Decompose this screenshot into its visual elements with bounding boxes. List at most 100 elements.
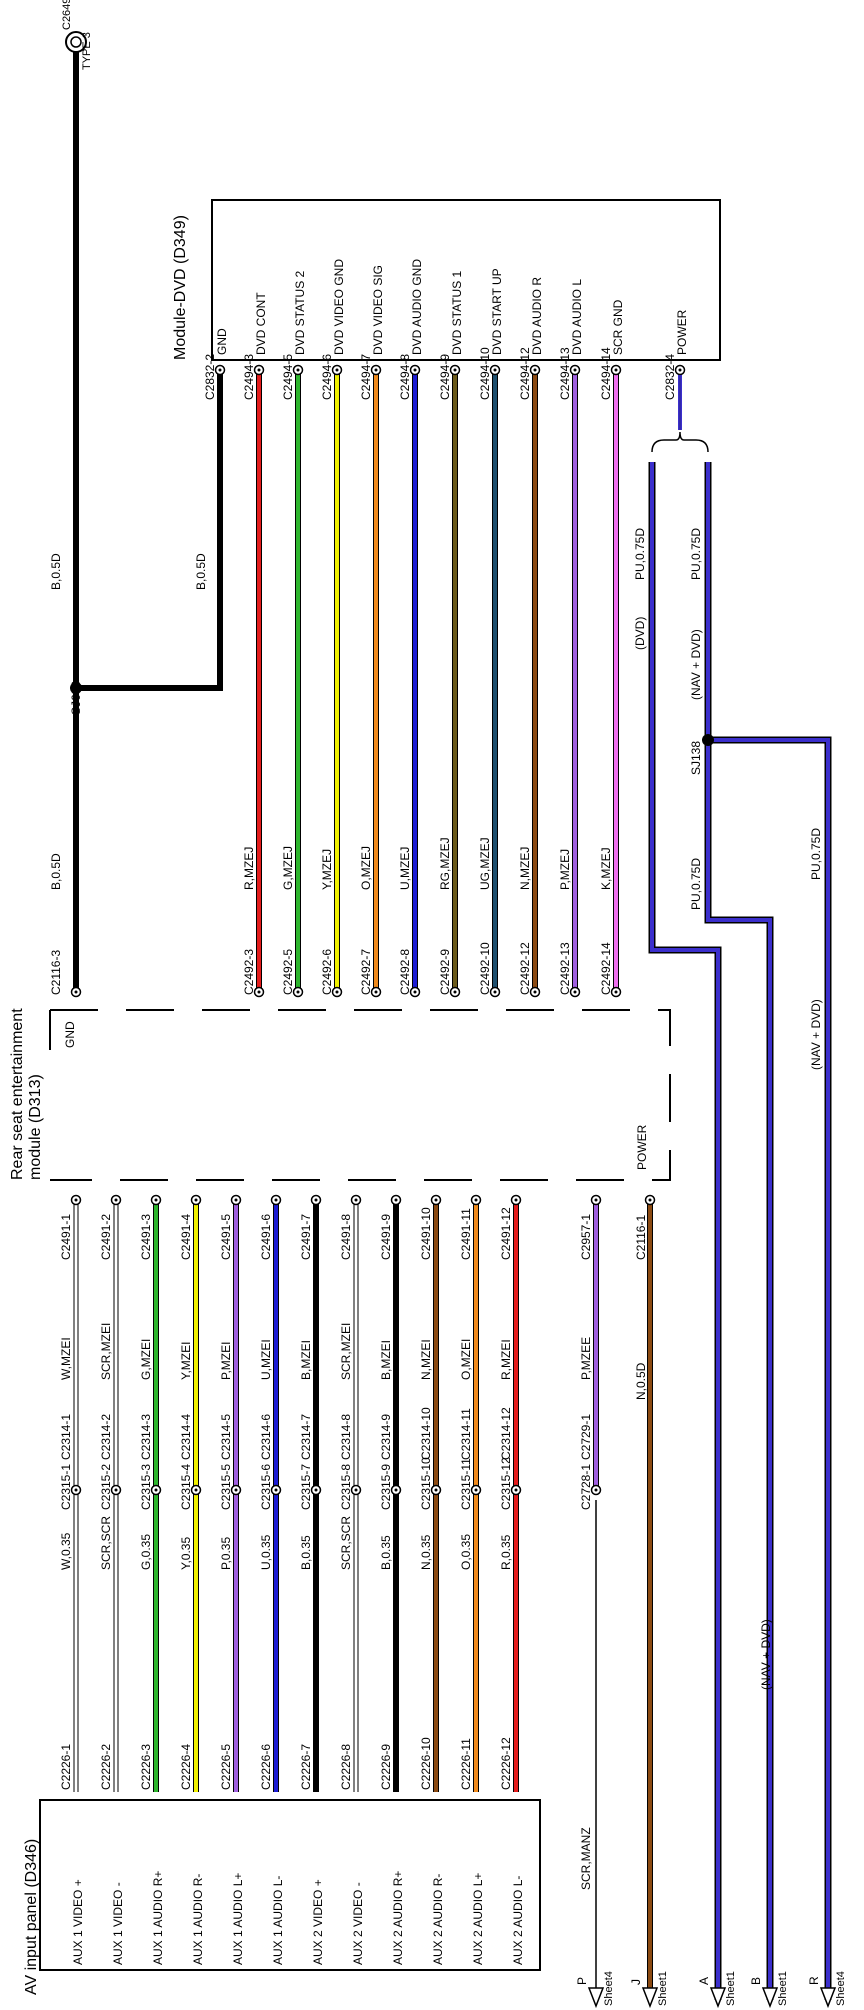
av-row-8-inline-terminal-dot [394,1488,398,1492]
av-row-5-rse-connector: C2491-6 [259,1214,273,1260]
extra-p-c1-label: C2728-1 [579,1464,593,1510]
ground-rse-connector-label: C2116-3 [49,950,63,995]
av-row-5-rse-terminal-dot [274,1198,278,1202]
av-row-0-inline-terminal-dot [74,1488,78,1492]
dvd-pin-10-wire-label: K,MZEJ [599,847,613,890]
av-row-0-wire2-label: W,MZEI [59,1337,73,1380]
av-row-4-connector1: C2315-5 [219,1464,233,1510]
av-panel-title: AV input panel (D346) [23,1839,40,1995]
av-row-4-av-connector: C2226-5 [219,1744,233,1790]
rse-module-frame [50,1009,671,1181]
av-row-6-connector2: C2314-7 [299,1414,313,1460]
av-row-10-name: AUX 2 AUDIO L+ [471,1873,485,1965]
sheet-ref-4-letter: R [807,1976,821,1985]
wires-layer [70,52,837,2009]
ground-wire-dvd-label: B,0.5D [194,553,208,590]
extra-p-c2-label: C2729-1 [579,1414,593,1460]
av-row-7-rse-connector: C2491-8 [339,1214,353,1260]
dvd-pin-6-name: DVD STATUS 1 [450,270,464,355]
av-row-8-wire-label: B,0.35 [379,1535,393,1570]
av-row-4-name: AUX 1 AUDIO L+ [231,1873,245,1965]
av-row-6-av-connector: C2226-7 [299,1744,313,1790]
power-wire2-label: PU,0.75D [689,528,703,580]
dvd-pin-9-wire-label: P,MZEJ [558,849,572,890]
av-row-8-wire2-label: B,MZEI [379,1340,393,1380]
dvd-pin-3-rse-terminal-dot [335,990,339,994]
dvd-pin-4-name: DVD VIDEO SIG [371,265,385,355]
av-row-0-rse-terminal-dot [74,1198,78,1202]
av-row-6-wire2-label: B,MZEI [299,1340,313,1380]
dvd-pin-8-wire-label: N,MZEJ [518,847,532,890]
av-row-7-rse-terminal-dot [354,1198,358,1202]
av-row-4-inline-terminal-dot [234,1488,238,1492]
sheet-ref-3-letter: B [749,1977,763,1985]
dvd-pin-5-rse-terminal-dot [413,990,417,994]
extra-j-rse-label: C2116-1 [634,1215,648,1260]
av-row-9-connector2: C2314-10 [419,1407,433,1460]
power-splice-dot [702,734,714,746]
av-row-10-rse-terminal-dot [474,1198,478,1202]
extra-p-wire-label: P,MZEE [579,1337,593,1380]
av-row-6-name: AUX 2 VIDEO + [311,1879,325,1965]
av-row-10-inline-terminal-dot [474,1488,478,1492]
dvd-pin-8-rse-terminal-dot [533,990,537,994]
av-row-3-rse-terminal-dot [194,1198,198,1202]
av-row-9-inline-terminal-dot [434,1488,438,1492]
extra-scr-wire-label: SCR,MANZ [579,1827,593,1890]
dvd-pin-4-rse-connector: C2492-7 [359,949,373,995]
av-row-6-connector1: C2315-7 [299,1464,313,1510]
av-row-10-connector2: C2314-11 [459,1408,473,1460]
av-row-9-rse-terminal-dot [434,1198,438,1202]
av-row-7-connector1: C2315-8 [339,1464,353,1510]
rse-gnd-label: GND [63,1021,77,1048]
dvd-pin-3-name: DVD VIDEO GND [332,259,346,355]
av-row-6-inline-terminal-dot [314,1488,318,1492]
av-row-4-connector2: C2314-5 [219,1414,233,1460]
dvd-pin-1-rse-terminal-dot [257,990,261,994]
dvd-pin-6-dvd-terminal-dot [453,368,457,372]
dvd-pin-6-dvd-connector: C2494-9 [438,354,452,400]
rse-module-title-line1: Rear seat entertainment [9,1008,26,1180]
power-wire-dvd [650,462,720,2000]
sheet-ref-1-sheet: Sheet1 [657,1971,669,2006]
av-row-7-connector2: C2314-8 [339,1414,353,1460]
ground-wire-dvd [76,370,223,691]
ground-top-type-label: TYPE 3 [81,32,93,70]
dvd-pin-9-rse-connector: C2492-13 [558,942,572,995]
av-row-9-name: AUX 2 AUDIO R- [431,1874,445,1965]
dvd-pin-1-rse-connector: C2492-3 [242,949,256,995]
av-row-10-av-connector: C2226-11 [459,1738,473,1790]
sheet-ref-4-sheet: Sheet4 [835,1971,847,2006]
av-row-9-wire-label: N,0.35 [419,1534,433,1570]
av-row-3-connector1: C2315-4 [179,1464,193,1510]
av-row-6-rse-terminal-dot [314,1198,318,1202]
extra-p-rse-terminal-dot [594,1198,598,1202]
av-row-1-name: AUX 1 VIDEO - [111,1882,125,1965]
av-row-10-wire-label: O,0.35 [459,1534,473,1570]
av-row-4-wire-label: P,0.35 [219,1537,233,1570]
av-row-2-inline-terminal-dot [154,1488,158,1492]
power-navdvd-label: (NAV + DVD) [689,629,703,700]
av-row-8-connector2: C2314-9 [379,1414,393,1460]
sheet-ref-2-letter: A [697,1977,711,1985]
av-row-3-wire-label: Y,0.35 [179,1537,193,1570]
av-row-11-rse-terminal-dot [514,1198,518,1202]
av-row-4-rse-terminal-dot [234,1198,238,1202]
dvd-pin-2-wire-label: G,MZEJ [281,846,295,890]
av-row-7-inline-terminal-dot [354,1488,358,1492]
av-row-5-wire2-label: U,MZEI [259,1339,273,1380]
dvd-pin-10-dvd-connector: C2494-14 [599,347,613,400]
dvd-pin-4-rse-terminal-dot [374,990,378,994]
dvd-pin-3-dvd-connector: C2494-6 [320,354,334,400]
av-row-0-connector1: C2315-1 [59,1464,73,1510]
dvd-pin-2-rse-connector: C2492-5 [281,949,295,995]
sheet-ref-1-letter: J [629,1979,643,1985]
dvd-pin-7-dvd-connector: C2494-10 [478,347,492,400]
av-row-2-wire-label: G,0.35 [139,1534,153,1570]
power-splice-label: SJ138 [689,741,703,775]
av-row-11-av-connector: C2226-12 [499,1737,513,1790]
ground-top-connector-label: C2649-1 [61,0,73,30]
sheet-ref-0-arrow [587,1987,605,2009]
power-wire3-label: PU,0.75D [689,858,703,910]
